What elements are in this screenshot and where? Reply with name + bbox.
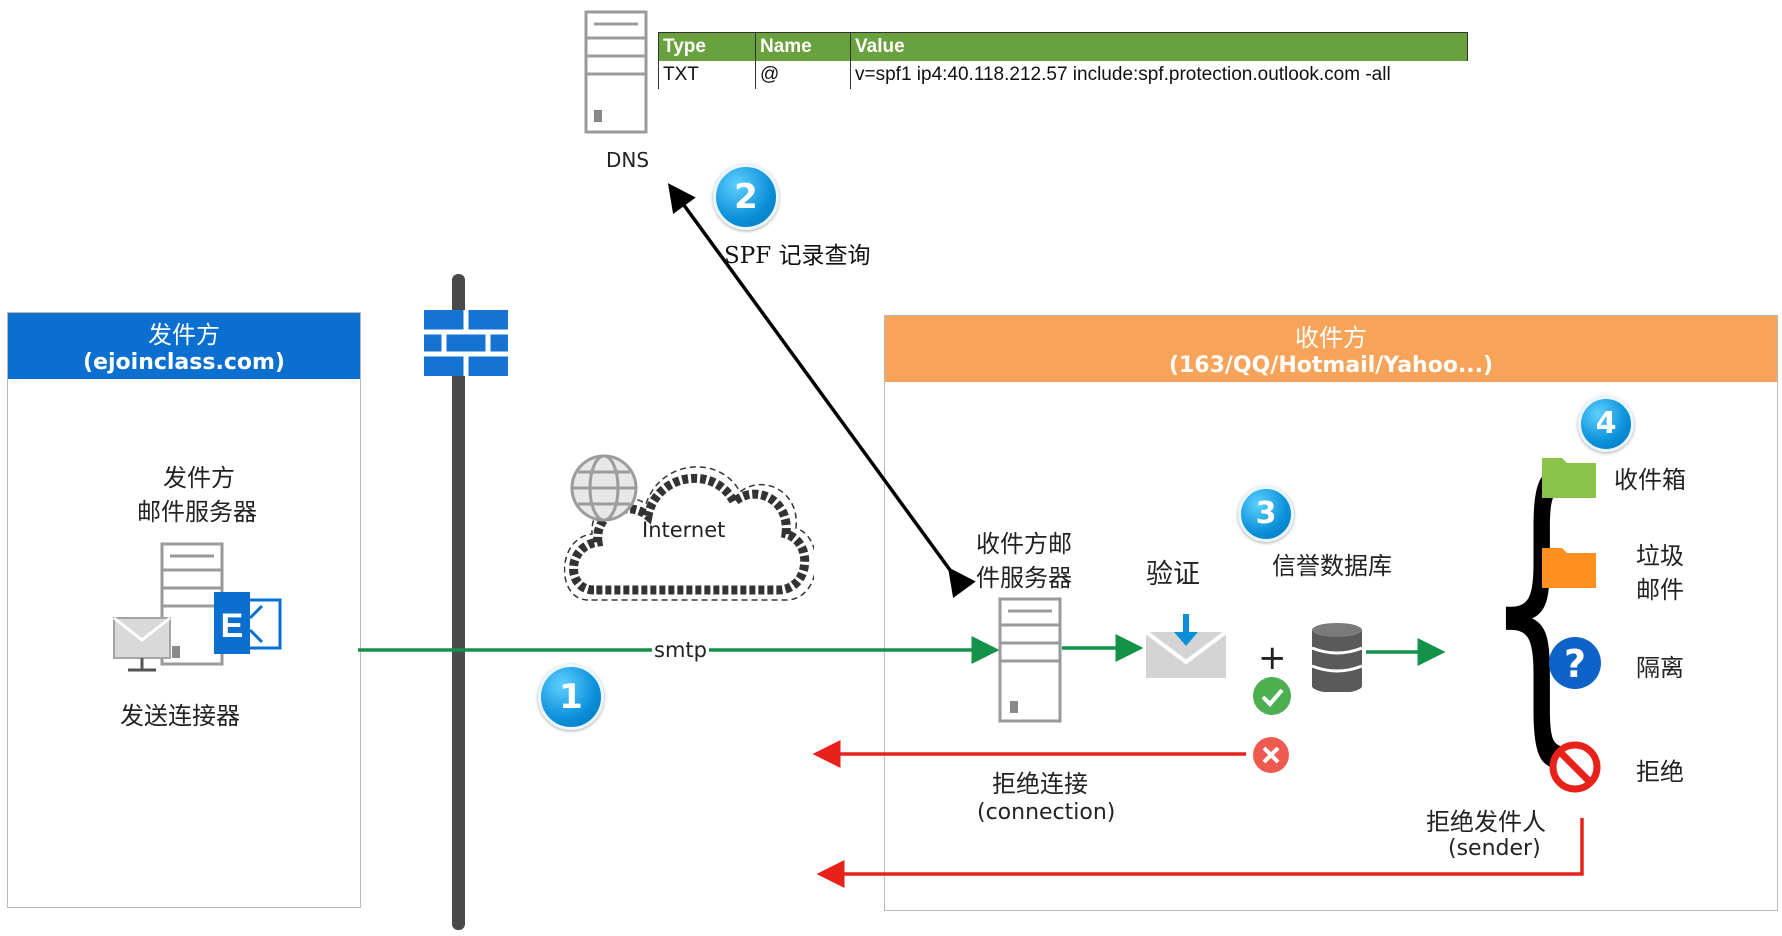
receiver-server-label-2: 件服务器 [976,564,1072,592]
table-row: TXT @ v=spf1 ip4:40.118.212.57 include:s… [658,61,1468,89]
sender-server-label-2: 邮件服务器 [137,498,257,526]
plus-sign: + [1258,638,1287,678]
step-badge-2: 2 [713,164,779,230]
reject-connection-label-2: (connection) [977,800,1116,825]
svg-text:?: ? [1564,642,1586,686]
reputation-db-label: 信誉数据库 [1272,552,1392,580]
receiver-mail-server-icon [998,597,1062,723]
sender-panel-header: 发件方 (ejoinclass.com) [8,313,360,379]
reject-connection-label-1: 拒绝连接 [992,770,1088,798]
receiver-panel-header: 收件方 (163/QQ/Hotmail/Yahoo...) [885,316,1777,382]
green-folder-icon [1542,458,1596,498]
question-icon: ? [1549,637,1601,689]
firewall-icon [424,310,508,376]
firewall-pole [452,274,465,930]
dns-label: DNS [606,148,650,172]
outcome-inbox-label: 收件箱 [1614,466,1686,494]
column-value: Value [850,32,1468,61]
database-icon [1311,623,1363,692]
outcome-quarantine-label: 隔离 [1636,654,1684,682]
send-connector-label: 发送连接器 [120,702,240,730]
reject-sender-arrow [816,818,1584,888]
cell-type: TXT [658,61,756,89]
sender-domain: (ejoinclass.com) [83,350,285,375]
sender-title: 发件方 [148,321,220,349]
sender-server-label-1: 发件方 [163,464,235,492]
reject-sender-label-1: 拒绝发件人 [1426,808,1546,836]
step-badge-3: 3 [1238,486,1294,542]
cell-value: v=spf1 ip4:40.118.212.57 include:spf.pro… [850,61,1468,89]
verify-label: 验证 [1146,559,1200,590]
reject-sender-label-2: (sender) [1448,836,1541,861]
reject-x-icon [1253,737,1289,773]
step-badge-1: 1 [538,664,604,730]
orange-folder-icon [1542,548,1596,588]
spf-query-label: SPF 记录查询 [724,243,871,269]
receiver-server-label-1: 收件方邮 [976,530,1072,558]
cell-name: @ [755,61,851,89]
receiver-domains: (163/QQ/Hotmail/Yahoo...) [1168,353,1494,378]
table-header-row: Type Name Value [658,32,1468,61]
sender-mail-server-icon: E [113,542,282,672]
receiver-title: 收件方 [1295,324,1367,352]
outcome-junk-label-2: 邮件 [1636,576,1684,604]
column-type: Type [658,32,756,61]
spf-record-table: Type Name Value TXT @ v=spf1 ip4:40.118.… [658,32,1468,89]
check-icon [1253,677,1291,715]
spf-query-arrow [667,183,976,599]
prohibited-icon [1549,741,1601,793]
column-name: Name [755,32,851,61]
smtp-label: smtp [652,638,709,662]
dns-server-icon [584,10,648,134]
outcome-junk-label-1: 垃圾 [1636,542,1684,570]
step-badge-4: 4 [1578,396,1634,452]
outcome-reject-label: 拒绝 [1636,758,1684,786]
verify-envelope-icon [1144,614,1228,678]
svg-text:E: E [221,607,244,645]
